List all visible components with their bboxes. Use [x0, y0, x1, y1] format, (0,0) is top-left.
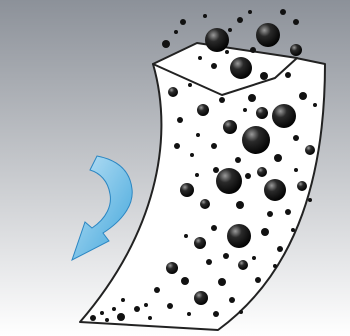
particle — [187, 312, 191, 316]
particle — [293, 135, 299, 141]
particle — [256, 107, 268, 119]
particle — [248, 94, 256, 102]
particle — [194, 291, 208, 305]
particle — [190, 153, 194, 157]
particle — [238, 260, 248, 270]
particle — [223, 253, 229, 259]
particle — [203, 14, 207, 18]
particle — [261, 228, 269, 236]
particle — [184, 234, 188, 238]
particle — [291, 228, 295, 232]
particle — [228, 28, 232, 32]
particle — [294, 168, 298, 172]
particle — [235, 157, 241, 163]
particle — [273, 264, 277, 268]
particle — [260, 72, 268, 80]
particle — [277, 246, 283, 252]
particle — [105, 318, 109, 322]
particle — [197, 104, 209, 116]
particle — [256, 23, 280, 47]
particle — [243, 108, 247, 112]
particle — [195, 173, 199, 177]
particle — [280, 9, 286, 15]
particle — [290, 44, 302, 56]
particle — [196, 133, 200, 137]
particle — [194, 237, 206, 249]
particle — [219, 97, 225, 103]
particle — [227, 224, 251, 248]
particle — [239, 310, 243, 314]
particle — [267, 211, 273, 217]
particle — [121, 298, 125, 302]
particle — [198, 56, 202, 60]
particle — [174, 143, 180, 149]
particle — [213, 311, 219, 317]
particle — [206, 259, 212, 265]
particle — [242, 126, 270, 154]
particle — [154, 287, 160, 293]
particle — [285, 72, 291, 78]
particle — [117, 313, 125, 321]
particle — [255, 277, 261, 283]
particle — [168, 87, 178, 97]
particle — [237, 17, 243, 23]
particle — [308, 198, 312, 202]
particle — [144, 303, 148, 307]
particle — [211, 143, 217, 149]
particle — [285, 209, 291, 215]
particle — [264, 179, 286, 201]
particle — [174, 30, 178, 34]
particle — [167, 303, 173, 309]
particle — [223, 120, 237, 134]
particle — [181, 277, 189, 285]
particle — [245, 173, 251, 179]
particle — [250, 47, 256, 53]
particle — [313, 103, 317, 107]
particle — [205, 28, 229, 52]
particle — [230, 57, 252, 79]
particle — [236, 201, 244, 209]
particle — [252, 256, 256, 260]
particle — [305, 145, 315, 155]
particle — [112, 307, 116, 311]
particle — [257, 167, 267, 177]
particle — [293, 19, 299, 25]
particle — [225, 50, 229, 54]
particle — [180, 183, 194, 197]
particle — [188, 83, 192, 87]
particle — [180, 19, 186, 25]
particle — [297, 181, 307, 191]
particle — [274, 154, 282, 162]
particle — [148, 316, 152, 320]
particle — [134, 306, 140, 312]
particle — [218, 278, 226, 286]
particle — [162, 40, 170, 48]
particle — [166, 262, 178, 274]
particle — [299, 92, 307, 100]
particle — [177, 117, 183, 123]
particle — [90, 315, 96, 321]
particle — [229, 297, 235, 303]
particle — [211, 225, 217, 231]
particle — [272, 104, 296, 128]
particle — [248, 10, 252, 14]
particle — [213, 167, 219, 173]
particle — [211, 63, 217, 69]
particle — [216, 168, 242, 194]
particle — [200, 199, 210, 209]
particle — [100, 311, 104, 315]
